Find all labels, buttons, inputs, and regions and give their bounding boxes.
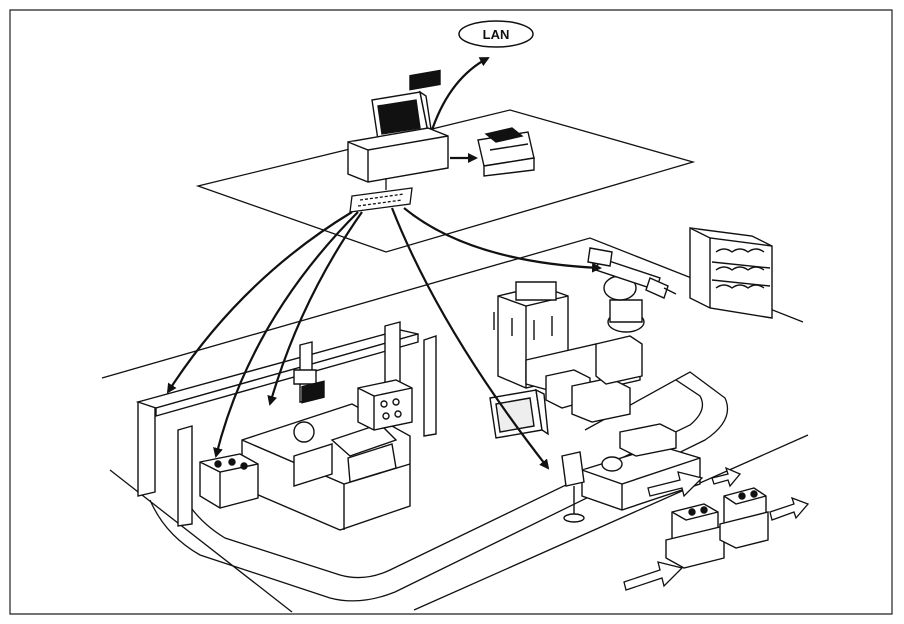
robot-arm-icon <box>588 248 676 332</box>
pallet-stacks <box>666 488 768 568</box>
lan-label: LAN <box>483 27 510 42</box>
control-links <box>166 58 602 470</box>
tool-magazine-icon <box>358 380 412 430</box>
printer-icon <box>478 128 534 176</box>
computer-terminal-icon <box>348 70 448 182</box>
flow-arrows <box>624 468 808 590</box>
keyboard-icon <box>350 178 412 212</box>
lan-node: LAN <box>459 21 533 47</box>
terminal-icon <box>490 390 548 438</box>
pallet-icon <box>200 454 258 508</box>
shelf-rack-icon <box>690 228 772 318</box>
conveyor-line <box>150 372 728 601</box>
scanner-post-icon <box>562 452 584 522</box>
loading-station-icon <box>582 424 700 510</box>
machining-center-icon <box>494 282 642 422</box>
machine-tool-icon <box>242 381 410 530</box>
